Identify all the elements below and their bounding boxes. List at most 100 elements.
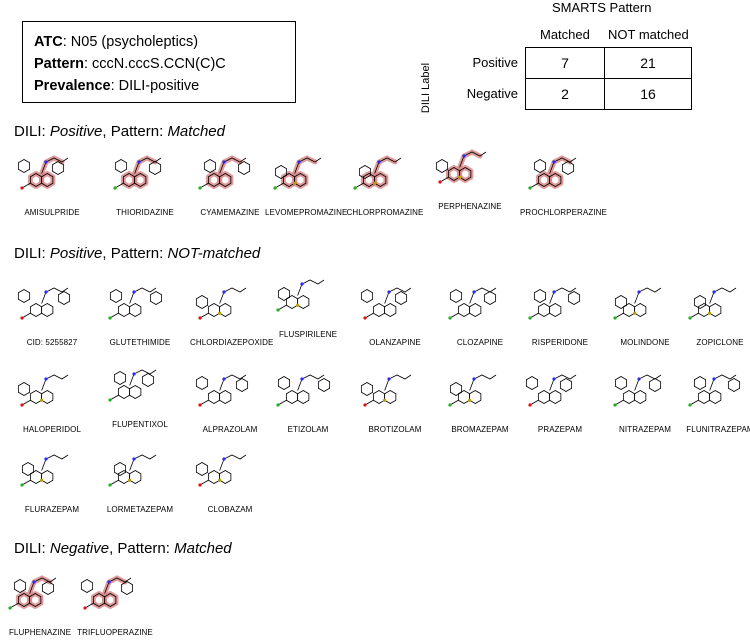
molecule-structure (435, 149, 487, 184)
molecule-name: CLOZAPINE (456, 338, 504, 347)
molecule-structure (17, 287, 71, 320)
pattern-value: : cccN.cccS.CCN(C)C (83, 56, 226, 72)
molecule-name: THIORIDAZINE (116, 208, 174, 217)
molecule-card: CHLORPROMAZINE (345, 148, 425, 220)
molecule-structure (688, 287, 737, 320)
info-box: ATC: N05 (psycholeptics) Pattern: cccN.c… (22, 21, 296, 103)
molecule-card: ETIZOLAM (268, 365, 348, 437)
col-header-matched: Matched (540, 27, 590, 42)
molecule-structure (360, 374, 412, 407)
molecule-structure (688, 374, 741, 407)
molecule-structure (20, 454, 69, 487)
section-label: Negative (49, 540, 110, 557)
molecule-structure (613, 287, 662, 320)
atc-key: ATC (34, 34, 63, 50)
molecule-card: PERPHENAZINE (430, 142, 510, 214)
section-title-positive-matched: DILI: Positive, Pattern: Matched (14, 123, 225, 140)
molecule-card: PRAZEPAM (520, 365, 600, 437)
molecule-name: FLUNITRAZEPAM (686, 425, 750, 434)
molecule-card: CYAMEMAZINE (190, 148, 270, 220)
molecule-structure (448, 287, 497, 320)
molecule-structure (8, 575, 57, 610)
molecule-structure (80, 575, 134, 610)
section-mid: , Pattern: (109, 540, 175, 557)
molecule-structure (108, 454, 157, 487)
molecule-card: AMISULPRIDE (12, 148, 92, 220)
molecule-name: FLUPHENAZINE (8, 628, 72, 637)
molecule-card: HALOPERIDOL (12, 365, 92, 437)
molecule-name: MOLINDONE (620, 338, 670, 347)
molecule-name: AMISULPRIDE (24, 208, 80, 217)
molecule-structure (276, 374, 331, 407)
molecule-card: NITRAZEPAM (605, 365, 685, 437)
cell-negative-not-matched: 16 (604, 78, 692, 110)
molecule-structure (195, 287, 247, 320)
molecule-card: THIORIDAZINE (105, 148, 185, 220)
pattern-line: Pattern: cccN.cccS.CCN(C)C (34, 53, 295, 75)
molecule-card: FLUPENTIXOL (100, 360, 180, 432)
molecule-structure (448, 374, 497, 407)
molecule-structure (113, 155, 162, 190)
section-mid: , Pattern: (102, 245, 168, 262)
section-label: Positive (49, 123, 103, 140)
section-title-positive-not-matched: DILI: Positive, Pattern: NOT-matched (14, 245, 260, 262)
molecule-name: ETIZOLAM (287, 425, 329, 434)
molecule-name: PERPHENAZINE (438, 202, 502, 211)
molecule-structure (198, 155, 251, 190)
contingency-title: SMARTS Pattern (552, 0, 652, 15)
molecule-name: PRAZEPAM (537, 425, 583, 434)
molecule-structure (276, 279, 325, 312)
section-pattern: Matched (167, 123, 225, 140)
molecule-structure (195, 454, 247, 487)
molecule-structure (613, 374, 662, 407)
molecule-card: BROTIZOLAM (355, 365, 435, 437)
molecule-card: FLUPHENAZINE (0, 568, 80, 640)
molecule-card: ALPRAZOLAM (190, 365, 270, 437)
molecule-card: CID: 5255827 (12, 278, 92, 350)
molecule-structure (108, 287, 163, 320)
section-pattern: NOT-matched (167, 245, 261, 262)
atc-line: ATC: N05 (psycholeptics) (34, 31, 295, 53)
molecule-structure (195, 374, 249, 407)
col-header-not-matched: NOT matched (608, 27, 689, 42)
molecule-name: CLOBAZAM (207, 505, 253, 514)
molecule-name: CHLORPROMAZINE (346, 208, 424, 217)
molecule-name: FLUPENTIXOL (112, 420, 168, 429)
molecule-card: TRIFLUOPERAZINE (75, 568, 155, 640)
cell-positive-matched: 7 (525, 47, 605, 79)
section-prefix: DILI: (14, 123, 50, 140)
molecule-name: CYAMEMAZINE (200, 208, 260, 217)
molecule-name: RISPERIDONE (531, 338, 589, 347)
molecule-name: TRIFLUOPERAZINE (77, 628, 153, 637)
pattern-key: Pattern (34, 56, 84, 72)
molecule-name: BROTIZOLAM (368, 425, 422, 434)
molecule-card: CLOZAPINE (440, 278, 520, 350)
molecule-name: GLUTETHIMIDE (109, 338, 171, 347)
molecule-card: OLANZAPINE (355, 278, 435, 350)
row-label-negative: Negative (466, 86, 518, 101)
molecule-name: HALOPERIDOL (22, 425, 81, 434)
cell-negative-matched: 2 (525, 78, 605, 110)
molecule-structure (528, 155, 577, 190)
molecule-card: LORMETAZEPAM (100, 445, 180, 517)
section-prefix: DILI: (14, 540, 50, 557)
molecule-structure (528, 287, 581, 320)
molecule-structure (353, 155, 402, 190)
atc-value: : N05 (psycholeptics) (62, 34, 199, 50)
molecule-card: FLUNITRAZEPAM (680, 365, 750, 437)
molecule-name: LEVOMEPROMAZINE (265, 208, 348, 217)
contingency-row-negative: 2 16 (525, 78, 692, 110)
contingency-row-positive: 7 21 (525, 47, 692, 79)
molecule-name: PROCHLORPERAZINE (520, 208, 607, 217)
molecule-name: ALPRAZOLAM (202, 425, 258, 434)
molecule-card: MOLINDONE (605, 278, 685, 350)
prevalence-line: Prevalence: DILI-positive (34, 75, 295, 97)
section-mid: , Pattern: (102, 123, 168, 140)
cell-positive-not-matched: 21 (604, 47, 692, 79)
prevalence-key: Prevalence (34, 78, 111, 94)
molecule-name: ZOPICLONE (696, 338, 744, 347)
molecule-structure (17, 155, 69, 190)
molecule-structure (525, 374, 577, 407)
molecule-name: FLUSPIRILENE (278, 330, 338, 339)
molecule-name: CID: 5255827 (26, 338, 78, 347)
